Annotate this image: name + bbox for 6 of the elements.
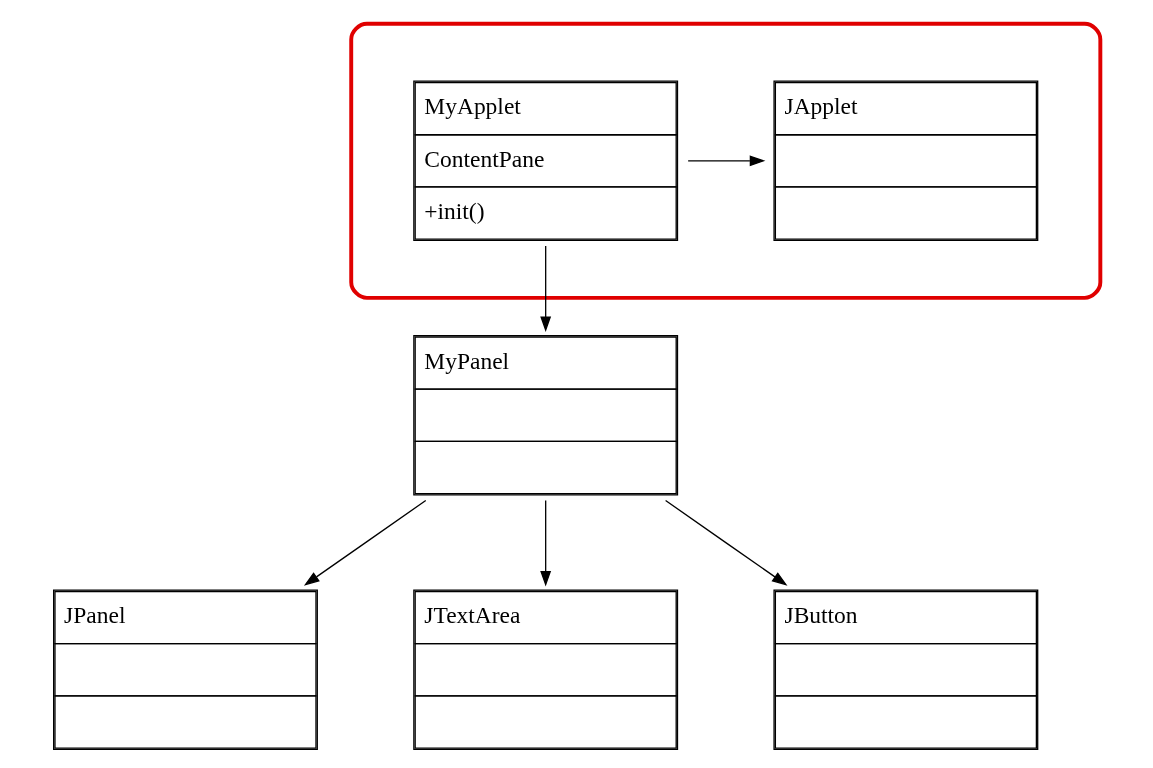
cluster: [348, 21, 1102, 300]
arrow: [539, 499, 551, 587]
arrow: [664, 499, 787, 586]
arrow: [687, 155, 765, 167]
arrow: [303, 499, 426, 586]
arrow: [539, 245, 551, 333]
